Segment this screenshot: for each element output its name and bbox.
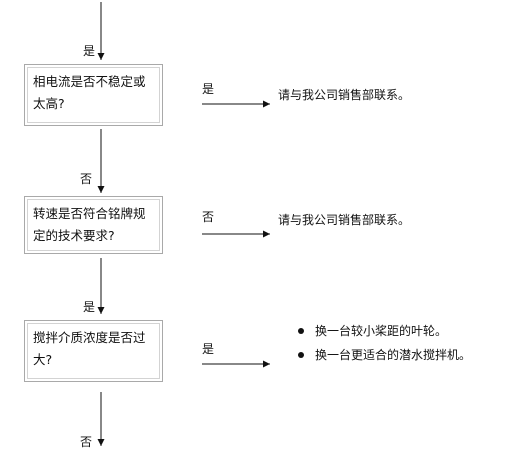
step-1-branch-text: 请与我公司销售部联系。 [278, 88, 411, 102]
step-3-branch-list: 换一台较小桨距的叶轮。 换一台更适合的潜水搅拌机。 [298, 319, 471, 367]
step-1-branch-label: 是 [202, 82, 215, 96]
step-1-down-label: 否 [80, 172, 93, 186]
step-3-branch-label: 是 [202, 342, 215, 356]
step-2-branch-text: 请与我公司销售部联系。 [278, 213, 411, 227]
entry-label: 是 [83, 44, 96, 58]
step-1-question-box: 相电流是否不稳定或太高? [24, 64, 163, 126]
step-3-down-label: 否 [80, 435, 93, 449]
step-3-question-box: 搅拌介质浓度是否过大? [24, 320, 163, 382]
list-item: 换一台更适合的潜水搅拌机。 [298, 343, 471, 367]
bullet-dot [298, 352, 304, 358]
step-2-down-label: 是 [83, 300, 96, 314]
bullet-dot [298, 328, 304, 334]
step-2-branch-label: 否 [202, 210, 215, 224]
step-2-question-box: 转速是否符合铭牌规定的技术要求? [24, 196, 163, 254]
list-item: 换一台较小桨距的叶轮。 [298, 319, 471, 343]
